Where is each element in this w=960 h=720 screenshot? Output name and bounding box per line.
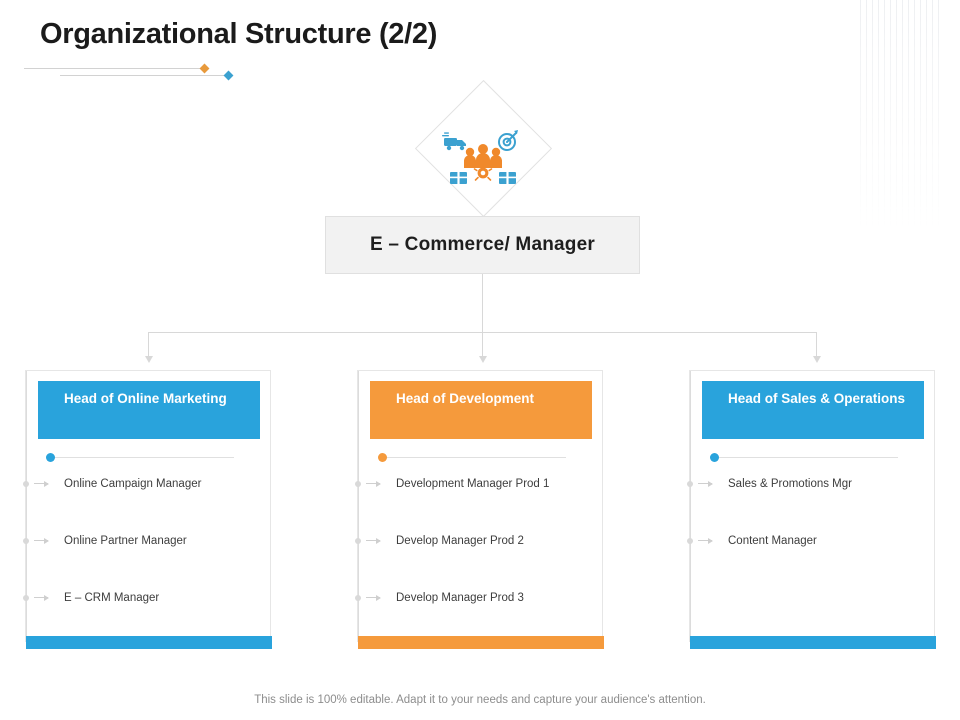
- branch-spine: [690, 371, 691, 641]
- bullet-dot-icon: [687, 481, 693, 487]
- branch-accent-row: [46, 453, 234, 463]
- bullet-dot-icon: [355, 538, 361, 544]
- branch-footer-bar: [358, 636, 604, 649]
- accent-dot: [378, 453, 387, 462]
- branch-spine: [358, 371, 359, 641]
- blue-diamond-marker: [223, 70, 234, 81]
- branch-footer-bar: [690, 636, 936, 649]
- bullet-dot-icon: [355, 595, 361, 601]
- list-item-label: Sales & Promotions Mgr: [728, 478, 852, 490]
- connector-branch-3-vertical: [816, 332, 817, 358]
- branch-accent-row: [710, 453, 898, 463]
- bullet-dot-icon: [23, 538, 29, 544]
- list-item-label: Content Manager: [728, 535, 817, 547]
- arrow-right-icon: [366, 537, 381, 544]
- editable-slide-note: This slide is 100% editable. Adapt it to…: [254, 694, 706, 706]
- arrow-right-icon: [366, 480, 381, 487]
- orange-diamond-marker: [199, 63, 210, 74]
- branch-accent-row: [378, 453, 566, 463]
- arrow-right-icon: [34, 537, 49, 544]
- list-item-label: Development Manager Prod 1: [396, 478, 550, 490]
- connector-arrow-1-icon: [145, 356, 153, 363]
- accent-dot: [710, 453, 719, 462]
- arrow-right-icon: [34, 594, 49, 601]
- arrow-right-icon: [698, 537, 713, 544]
- list-item-label: Develop Manager Prod 3: [396, 592, 524, 604]
- list-item-label: Online Partner Manager: [64, 535, 187, 547]
- branch-header: Head of Development: [370, 381, 592, 439]
- branch-spine: [26, 371, 27, 641]
- branch-header: Head of Sales & Operations: [702, 381, 924, 439]
- title-rule-lower: [60, 75, 228, 76]
- root-node-label: E – Commerce/ Manager: [370, 234, 595, 255]
- branch-card-online-marketing[interactable]: Head of Online Marketing Online Campaign…: [23, 370, 272, 649]
- list-item-label: E – CRM Manager: [64, 592, 160, 604]
- branch-header: Head of Online Marketing: [38, 381, 260, 439]
- connector-root-vertical: [482, 274, 483, 332]
- arrow-right-icon: [698, 480, 713, 487]
- list-item-label: Online Campaign Manager: [64, 478, 202, 490]
- connector-arrow-3-icon: [813, 356, 821, 363]
- accent-dot: [46, 453, 55, 462]
- ecommerce-team-icon: [442, 128, 524, 190]
- accent-line: [52, 457, 234, 458]
- bullet-dot-icon: [687, 538, 693, 544]
- list-item-label: Develop Manager Prod 2: [396, 535, 524, 547]
- decorative-stripes: [860, 0, 944, 232]
- connector-branch-1-vertical: [148, 332, 149, 358]
- branch-card-sales-operations[interactable]: Head of Sales & Operations Sales & Promo…: [687, 370, 936, 649]
- connector-arrow-2-icon: [479, 356, 487, 363]
- arrow-right-icon: [34, 480, 49, 487]
- accent-line: [384, 457, 566, 458]
- page-title: Organizational Structure (2/2): [40, 18, 438, 50]
- branch-card-development[interactable]: Head of Development Development Manager …: [355, 370, 604, 649]
- bullet-dot-icon: [355, 481, 361, 487]
- accent-line: [716, 457, 898, 458]
- connector-branch-2-vertical: [482, 332, 483, 358]
- arrow-right-icon: [366, 594, 381, 601]
- root-node-ecommerce-manager[interactable]: E – Commerce/ Manager: [325, 216, 640, 274]
- bullet-dot-icon: [23, 595, 29, 601]
- branch-footer-bar: [26, 636, 272, 649]
- title-rule-upper: [24, 68, 204, 69]
- bullet-dot-icon: [23, 481, 29, 487]
